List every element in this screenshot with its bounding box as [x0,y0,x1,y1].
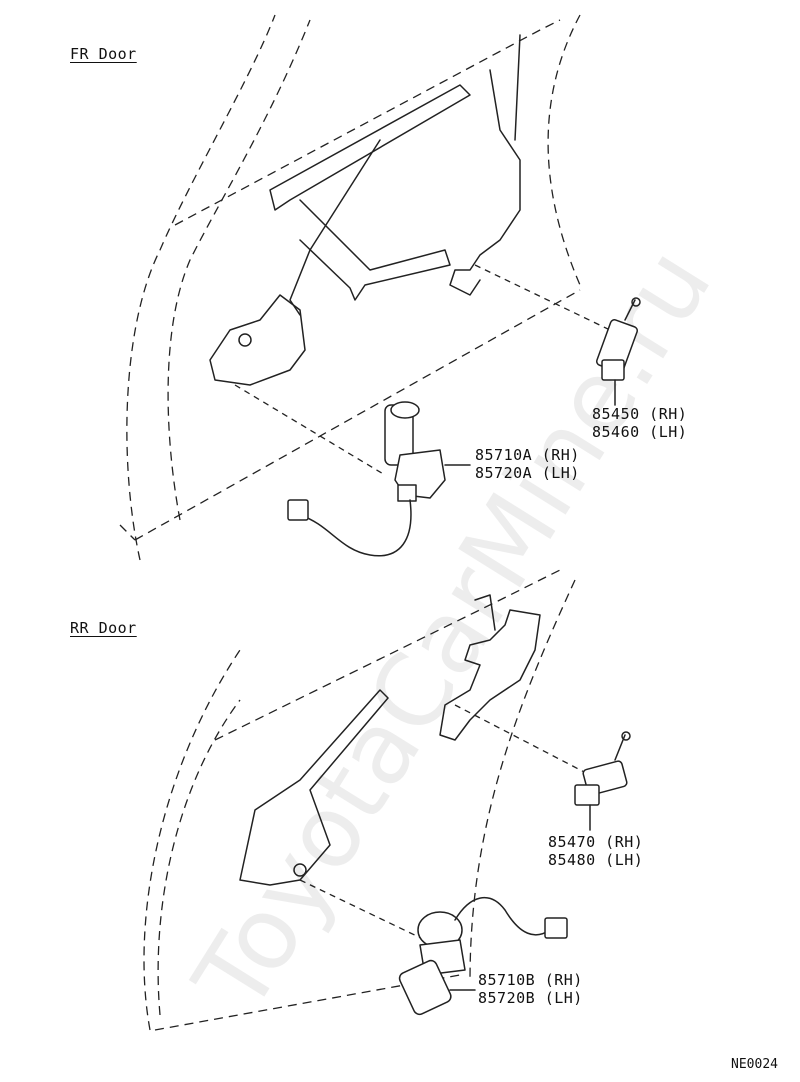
front-window-motor-rh-label: 85710A (RH) [475,446,580,464]
front-window-motor [234,384,471,557]
front-lock-actuator [474,264,641,406]
rear-lock-actuator [454,704,631,831]
rear-window-motor-rh-label: 85710B (RH) [478,971,583,989]
front-window-regulator [209,34,521,386]
rear-lock-actuator-rh-label: 85470 (RH) [548,833,644,851]
front-lock-actuator-rh-label: 85450 (RH) [592,405,688,423]
rear-window-regulator [239,594,541,886]
rear-window-motor [299,879,568,1016]
rear-window-motor-lh-label: 85720B (LH) [478,989,583,1007]
front-window-motor-lh-label: 85720A (LH) [475,464,580,482]
figure-code: NE0024 [731,1057,778,1072]
rear-door-title: RR Door [70,619,137,637]
rear-lock-actuator-lh-label: 85480 (LH) [548,851,644,869]
front-door-outline [119,14,581,561]
rear-door-outline [143,569,576,1031]
front-lock-actuator-lh-label: 85460 (LH) [592,423,688,441]
front-door-title: FR Door [70,45,137,63]
